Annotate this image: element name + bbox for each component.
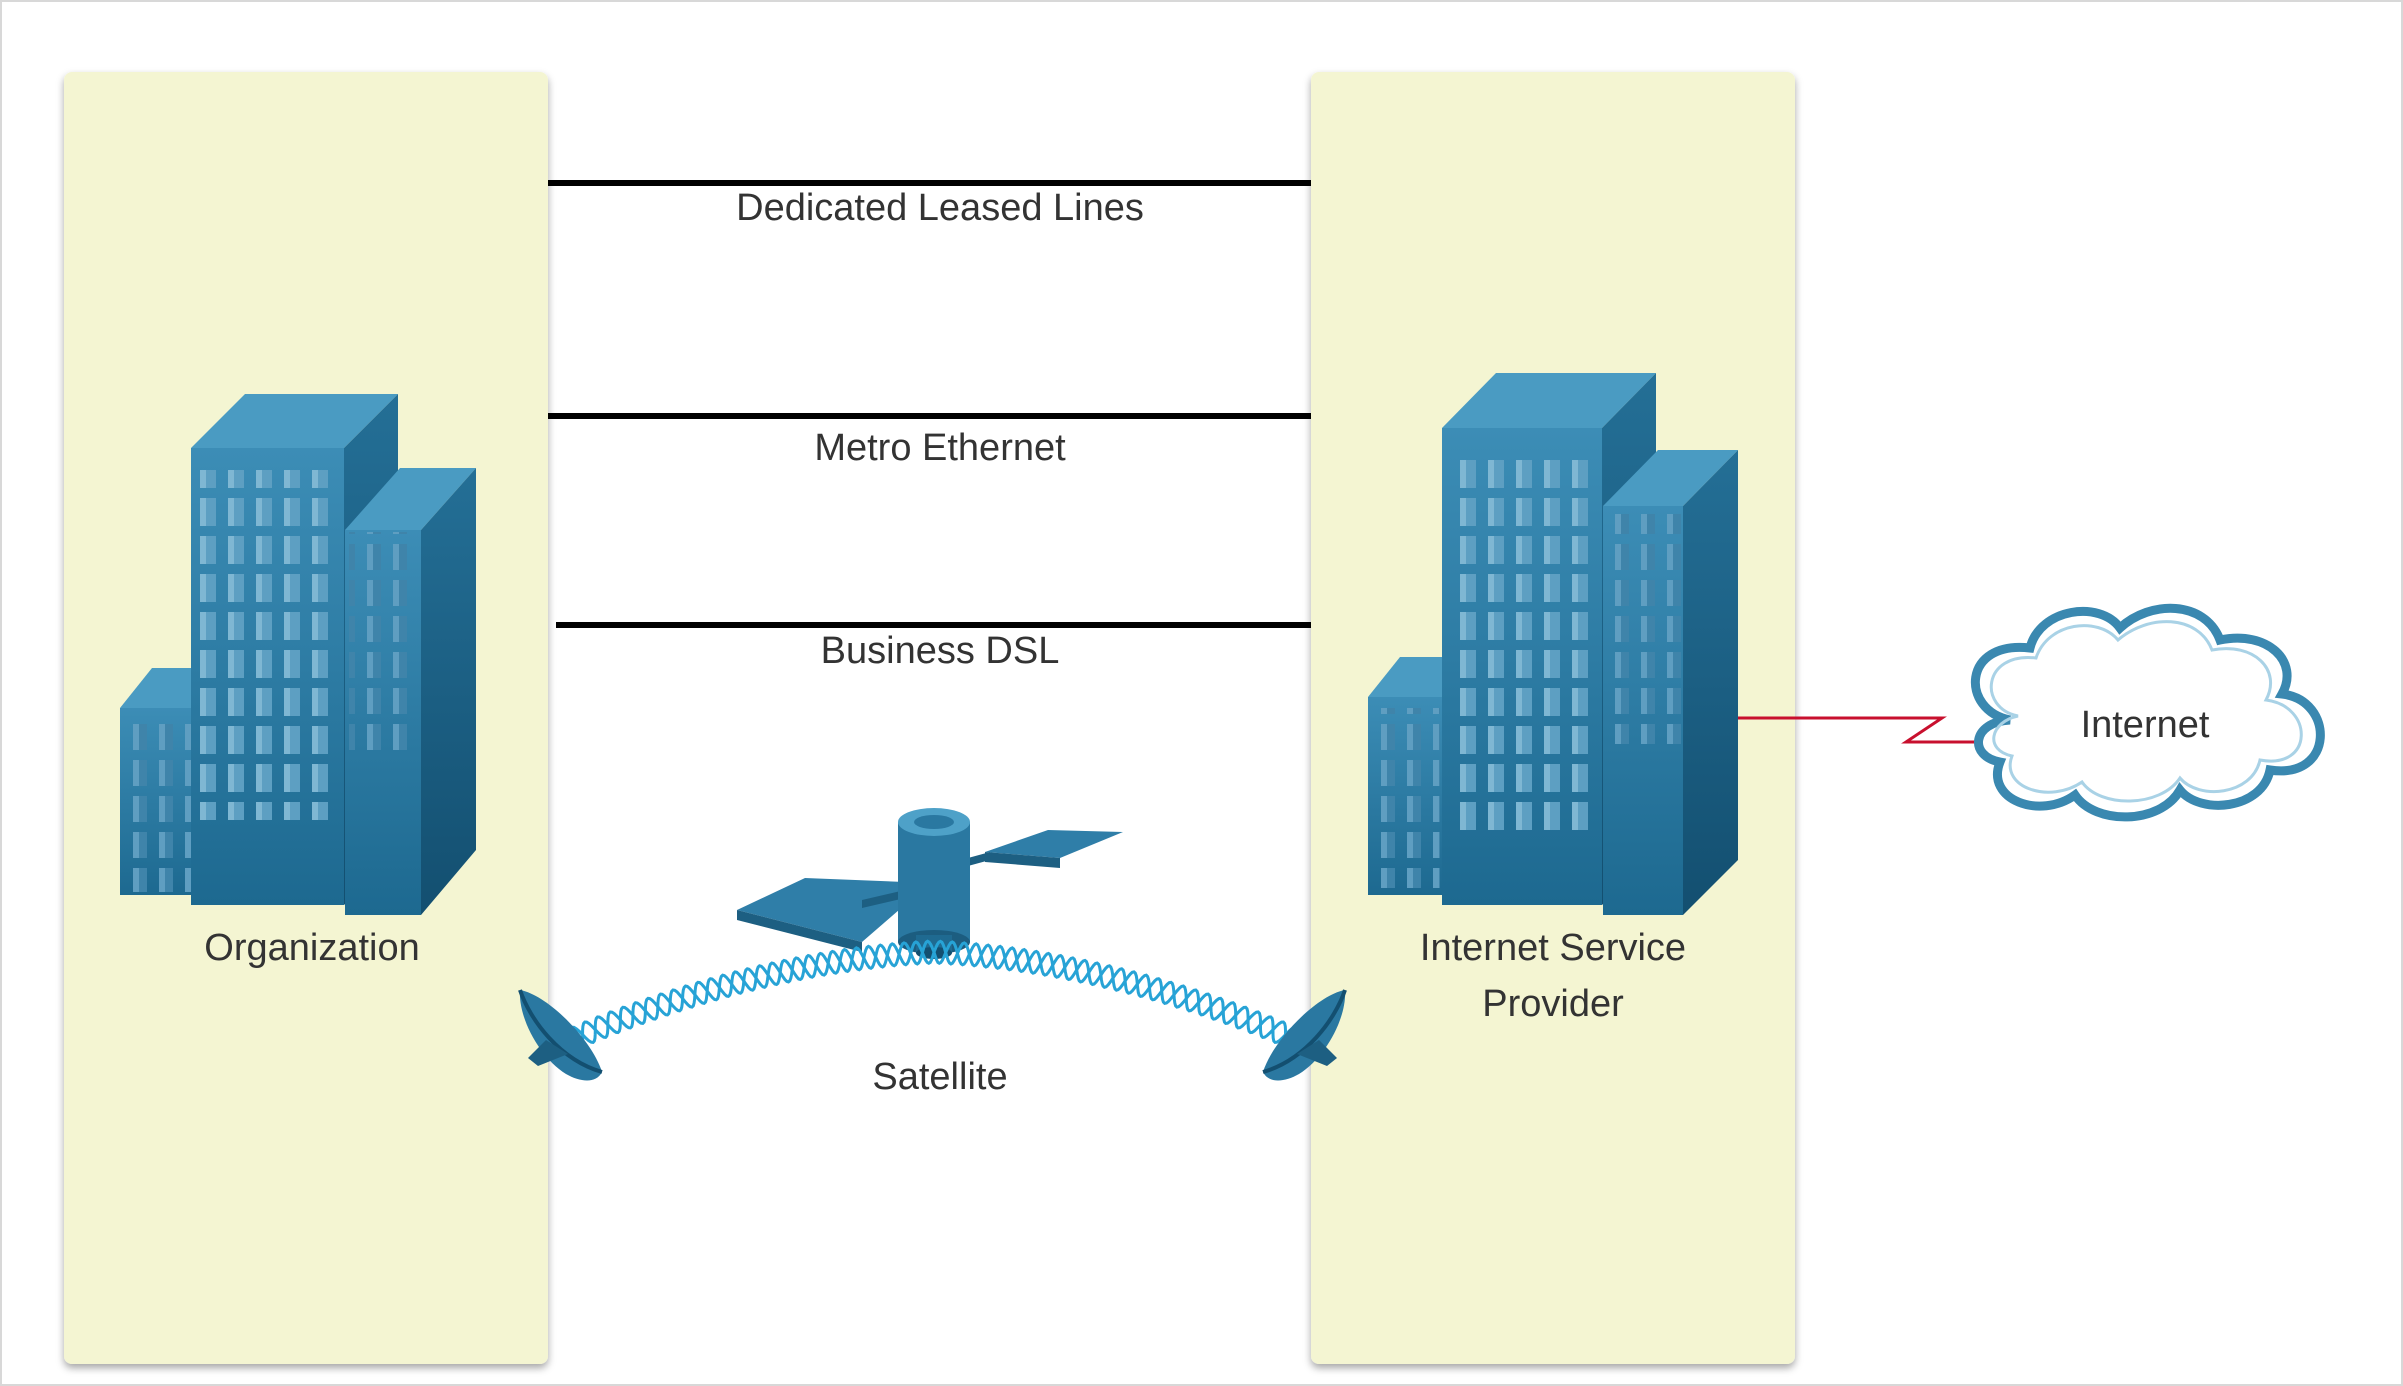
isp-dish-icon (1262, 989, 1347, 1081)
isp-label-line1: Internet Service (1420, 927, 1686, 969)
organization-label: Organization (204, 927, 419, 969)
internet-label: Internet (2081, 704, 2210, 746)
satellite-label: Satellite (872, 1056, 1007, 1098)
organization-dish-icon (518, 989, 603, 1081)
internet-link (1738, 716, 1980, 744)
metro-ethernet-label: Metro Ethernet (814, 427, 1066, 469)
isp-building-icon (1368, 373, 1738, 915)
leased-lines-label: Dedicated Leased Lines (736, 187, 1144, 229)
satellite-icon (737, 808, 1123, 959)
satellite-signal-right (932, 939, 1300, 1050)
business-dsl-label: Business DSL (821, 630, 1060, 672)
isp-label-line2: Provider (1482, 983, 1624, 1025)
internet-cloud-icon (1970, 603, 2325, 822)
satellite-signal-left (568, 939, 936, 1050)
organization-building-icon (120, 394, 476, 915)
